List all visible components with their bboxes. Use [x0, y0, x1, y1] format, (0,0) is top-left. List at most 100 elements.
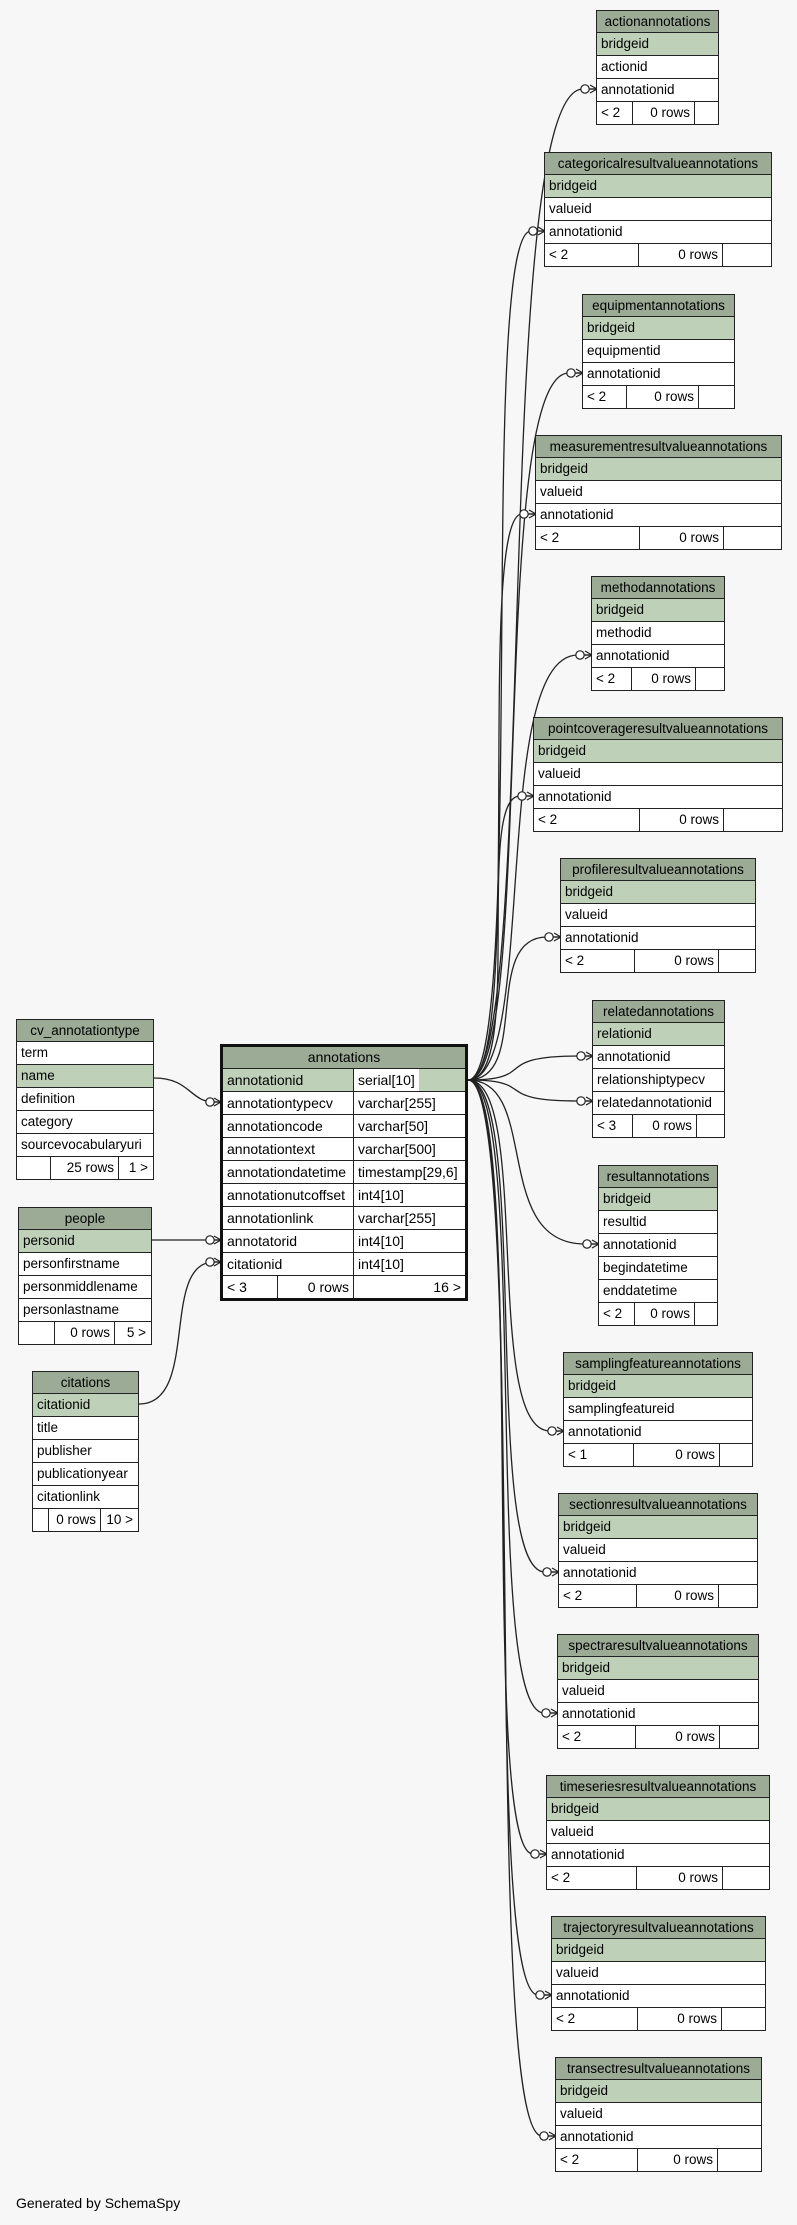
column-row[interactable]: bridgeid	[583, 317, 734, 340]
table-categoricalresultvalueannotations[interactable]: categoricalresultvalueannotations bridge…	[544, 152, 772, 267]
table-header[interactable]: timeseriesresultvalueannotations	[547, 1776, 769, 1798]
parents-count[interactable]: < 2	[547, 1867, 637, 1889]
column-row[interactable]: annotationid	[556, 2126, 761, 2149]
column-row[interactable]: bridgeid	[545, 175, 771, 198]
parents-count[interactable]	[33, 1509, 49, 1531]
column-row[interactable]: annotationid	[559, 1562, 757, 1585]
table-header[interactable]: relatedannotations	[593, 1001, 724, 1023]
column-row[interactable]: personmiddlename	[19, 1276, 151, 1299]
column-row[interactable]: bridgeid	[561, 881, 755, 904]
parents-count[interactable]: < 3	[223, 1276, 278, 1298]
column-row[interactable]: valueid	[556, 2103, 761, 2126]
column-row[interactable]: methodid	[592, 622, 724, 645]
children-count[interactable]	[718, 2149, 760, 2171]
column-row[interactable]: term	[17, 1042, 153, 1065]
column-row[interactable]: bridgeid	[534, 740, 782, 763]
children-count[interactable]: 10 >	[106, 1512, 133, 1527]
table-profileresultvalueannotations[interactable]: profileresultvalueannotations bridgeid v…	[560, 858, 756, 973]
children-count[interactable]	[695, 102, 717, 124]
table-transectresultvalueannotations[interactable]: transectresultvalueannotations bridgeid …	[555, 2057, 762, 2172]
children-count[interactable]: 16 >	[433, 1279, 461, 1295]
column-row[interactable]: actionid	[597, 56, 718, 79]
column-row[interactable]: annotationid	[592, 645, 724, 668]
column-row[interactable]: title	[33, 1417, 138, 1440]
column-row[interactable]: definition	[17, 1088, 153, 1111]
column-row[interactable]: annotationid	[564, 1421, 752, 1444]
column-row[interactable]: personfirstname	[19, 1253, 151, 1276]
column-row[interactable]: annotationid	[593, 1046, 724, 1069]
table-citations[interactable]: citations citationid title publisher pub…	[32, 1371, 139, 1532]
children-count[interactable]	[724, 809, 781, 831]
column-row[interactable]: annotationid	[536, 504, 781, 527]
table-resultannotations[interactable]: resultannotations bridgeid resultid anno…	[598, 1165, 718, 1326]
table-header[interactable]: spectraresultvalueannotations	[558, 1635, 758, 1657]
column-row[interactable]: bridgeid	[599, 1188, 717, 1211]
column-row[interactable]: bridgeid	[597, 33, 718, 56]
table-header[interactable]: profileresultvalueannotations	[561, 859, 755, 881]
column-row[interactable]: citationid	[33, 1394, 138, 1417]
children-count[interactable]	[723, 1867, 768, 1889]
parents-count[interactable]: < 2	[559, 1585, 637, 1607]
column-row[interactable]: relationid	[593, 1023, 724, 1046]
parents-count[interactable]	[17, 1157, 51, 1179]
parents-count[interactable]: < 2	[534, 809, 640, 831]
table-spectraresultvalueannotations[interactable]: spectraresultvalueannotations bridgeid v…	[557, 1634, 759, 1749]
parents-count[interactable]: < 2	[592, 668, 632, 690]
parents-count[interactable]: < 2	[561, 950, 635, 972]
table-cv-annotationtype[interactable]: cv_annotationtype term name definition c…	[16, 1019, 154, 1180]
column-row[interactable]: bridgeid	[559, 1516, 757, 1539]
column-row[interactable]: valueid	[536, 481, 781, 504]
parents-count[interactable]: < 2	[583, 386, 627, 408]
column-row[interactable]: relatedannotationid	[593, 1092, 724, 1115]
column-row[interactable]: valueid	[547, 1821, 769, 1844]
parents-count[interactable]: < 2	[556, 2149, 638, 2171]
column-row[interactable]: annotationid	[558, 1703, 758, 1726]
table-header[interactable]: cv_annotationtype	[17, 1020, 153, 1042]
children-count[interactable]	[699, 386, 732, 408]
table-header[interactable]: transectresultvalueannotations	[556, 2058, 761, 2080]
table-header[interactable]: sectionresultvalueannotations	[559, 1494, 757, 1516]
column-row[interactable]: bridgeid	[536, 458, 781, 481]
table-sectionresultvalueannotations[interactable]: sectionresultvalueannotations bridgeid v…	[558, 1493, 758, 1608]
column-row[interactable]: annotationid	[561, 927, 755, 950]
children-count[interactable]	[720, 1726, 757, 1748]
column-row[interactable]: publisher	[33, 1440, 138, 1463]
children-count[interactable]	[719, 950, 754, 972]
column-row[interactable]: annotationid	[597, 79, 718, 102]
parents-count[interactable]: < 2	[552, 2008, 638, 2030]
table-header[interactable]: categoricalresultvalueannotations	[545, 153, 771, 175]
column-row[interactable]: bridgeid	[547, 1798, 769, 1821]
table-header[interactable]: actionannotations	[597, 11, 718, 33]
column-row[interactable]: bridgeid	[592, 599, 724, 622]
children-count[interactable]	[720, 1444, 751, 1466]
table-header[interactable]: methodannotations	[592, 577, 724, 599]
column-row[interactable]: resultid	[599, 1211, 717, 1234]
parents-count[interactable]: < 1	[564, 1444, 634, 1466]
column-row[interactable]: valueid	[561, 904, 755, 927]
column-row[interactable]: valueid	[552, 1962, 765, 1985]
parents-count[interactable]: < 2	[536, 527, 640, 549]
column-row[interactable]: relationshiptypecv	[593, 1069, 724, 1092]
column-row[interactable]: annotationid	[534, 786, 782, 809]
parents-count[interactable]: < 2	[599, 1303, 635, 1325]
children-count[interactable]	[696, 668, 723, 690]
table-timeseriesresultvalueannotations[interactable]: timeseriesresultvalueannotations bridgei…	[546, 1775, 770, 1890]
column-row[interactable]: annotationid	[583, 363, 734, 386]
table-pointcoverageresultvalueannotations[interactable]: pointcoverageresultvalueannotations brid…	[533, 717, 783, 832]
children-count[interactable]	[723, 244, 769, 266]
table-actionannotations[interactable]: actionannotations bridgeid actionid anno…	[596, 10, 719, 125]
column-row[interactable]: bridgeid	[552, 1939, 765, 1962]
parents-count[interactable]: < 3	[593, 1115, 633, 1137]
children-count[interactable]	[695, 1303, 716, 1325]
column-row[interactable]: personid	[19, 1230, 151, 1253]
children-count[interactable]	[722, 2008, 764, 2030]
parents-count[interactable]: < 2	[597, 102, 633, 124]
parents-count[interactable]: < 2	[545, 244, 639, 266]
